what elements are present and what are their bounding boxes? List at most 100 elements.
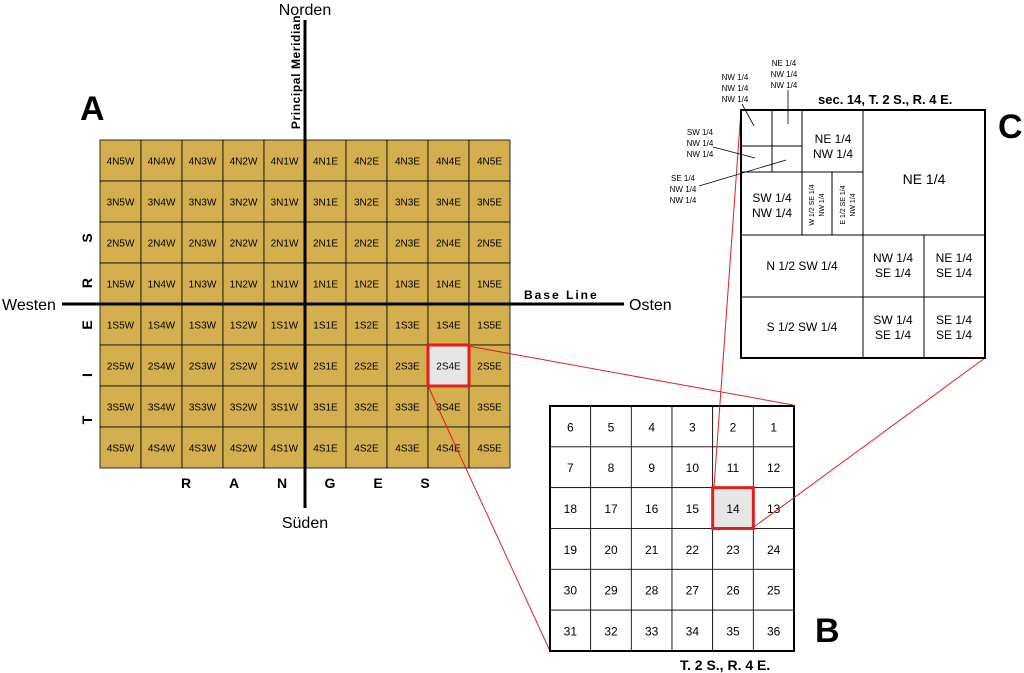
township-cell-1S5E: 1S5E [468,303,511,346]
township-cell-4S2W: 4S2W [222,426,265,469]
township-cell-4N5W: 4N5W [99,139,142,182]
tiers-letter: S [79,233,95,242]
township-cell-label: 2S1E [313,362,338,373]
township-cell-label: 4N4E [436,157,461,168]
township-cell-label: 3N4E [436,198,461,209]
township-cell-label: 3S1E [313,403,338,414]
section-cell-24: 24 [752,528,795,570]
section-grid-border [549,405,795,652]
label-ne-se-2: SE 1/4 [936,266,972,280]
township-cell-4S5W: 4S5W [99,426,142,469]
township-cell-2N4E: 2N4E [427,221,470,264]
township-cell-label: 3S2W [230,403,258,414]
callout-ne-nw-nw-2: NW 1/4 [771,70,798,79]
township-cell-1S3E: 1S3E [386,303,429,346]
township-cell-label: 1S5W [107,321,135,332]
township-cell-3S4W: 3S4W [140,385,183,428]
township-cell-rect [263,426,306,469]
township-cell-rect [304,139,347,182]
section-highlight-border [711,486,755,530]
township-cell-4S1E: 4S1E [304,426,347,469]
section-cell-label: 24 [767,543,781,557]
section-cell-label: 18 [564,502,578,516]
section-cell-15: 15 [671,487,714,529]
section-cell-rect [712,446,754,489]
tiers-letter: E [79,320,95,329]
section-cell-label: 36 [767,625,781,639]
section-cell-label: 1 [770,420,777,434]
section-cell-label: 26 [726,584,740,598]
township-cell-label: 4S2E [354,444,379,455]
township-cell-rect [263,262,306,305]
section-cell-rect [590,528,632,570]
panel-a-label: A [80,90,105,128]
township-cell-rect [181,221,224,264]
callout-sw-nw-nw-2: NW 1/4 [687,139,714,148]
township-cell-3S3W: 3S3W [181,385,224,428]
panel-b-label: B [815,612,840,650]
section-cell-25: 25 [752,568,795,611]
section-cell-rect [752,609,795,652]
township-cell-rect [140,426,183,469]
township-cell-label: 1S3W [189,321,217,332]
township-cell-rect [140,139,183,182]
ranges-letter: G [325,475,336,491]
section-cell-label: 16 [645,502,659,516]
township-cell-3S4E: 3S4E [427,385,470,428]
township-cell-rect [99,385,142,428]
township-cell-label: 3S3E [395,403,420,414]
township-cell-4N4W: 4N4W [140,139,183,182]
section-cell-label: 27 [686,584,700,598]
township-cell-3S2W: 3S2W [222,385,265,428]
section-cell-rect [671,568,714,611]
township-cell-2N5W: 2N5W [99,221,142,264]
township-cell-label: 4S2W [230,444,258,455]
label-sw-se-2: SE 1/4 [875,328,911,342]
section-cell-label: 10 [686,461,700,475]
township-cell-rect [304,426,347,469]
township-cell-label: 3S5W [107,403,135,414]
township-cell-4S3W: 4S3W [181,426,224,469]
section-cell-label: 4 [648,420,655,434]
township-cell-label: 2N3E [395,239,420,250]
township-cell-2S3W: 2S3W [181,344,224,387]
township-cell-rect [304,180,347,223]
township-cell-label: 4S4W [148,444,176,455]
township-cell-rect [386,344,429,387]
section-cell-35: 35 [712,609,754,652]
township-cell-1S5W: 1S5W [99,303,142,346]
township-cell-rect [304,262,347,305]
ranges-letter: R [181,475,191,491]
township-cell-rect [386,426,429,469]
township-cell-label: 2S3W [189,362,217,373]
township-cell-1N5E: 1N5E [468,262,511,305]
township-cell-2S5W: 2S5W [99,344,142,387]
township-cell-label: 3N5W [107,198,135,209]
township-cell-label: 4S4E [436,444,461,455]
section-cell-rect [590,405,632,448]
township-cell-label: 3N2W [230,198,258,209]
township-cell-4S4W: 4S4W [140,426,183,469]
township-cell-3N4W: 3N4W [140,180,183,223]
township-cell-label: 2S5E [477,362,502,373]
label-e-se-nw: E 1/2 SE 1/4 [840,185,847,224]
township-cell-4N5E: 4N5E [468,139,511,182]
section-cell-rect [752,405,795,448]
township-cell-1S4E: 1S4E [427,303,470,346]
section-cell-10: 10 [671,446,714,489]
township-cell-rect [468,344,511,387]
township-cell-1S1E: 1S1E [304,303,347,346]
township-cell-label: 1S1E [313,321,338,332]
label-se-se-2: SE 1/4 [936,328,972,342]
section-cell-4: 4 [630,405,673,448]
township-cell-label: 2N5W [107,239,135,250]
township-cell-1S1W: 1S1W [263,303,306,346]
township-cell-label: 1S2W [230,321,258,332]
section-cell-12: 12 [752,446,795,489]
township-cell-label: 2N2E [354,239,379,250]
section-cell-7: 7 [549,446,592,489]
township-cell-label: 3N4W [148,198,176,209]
township-cell-label: 2N2W [230,239,258,250]
